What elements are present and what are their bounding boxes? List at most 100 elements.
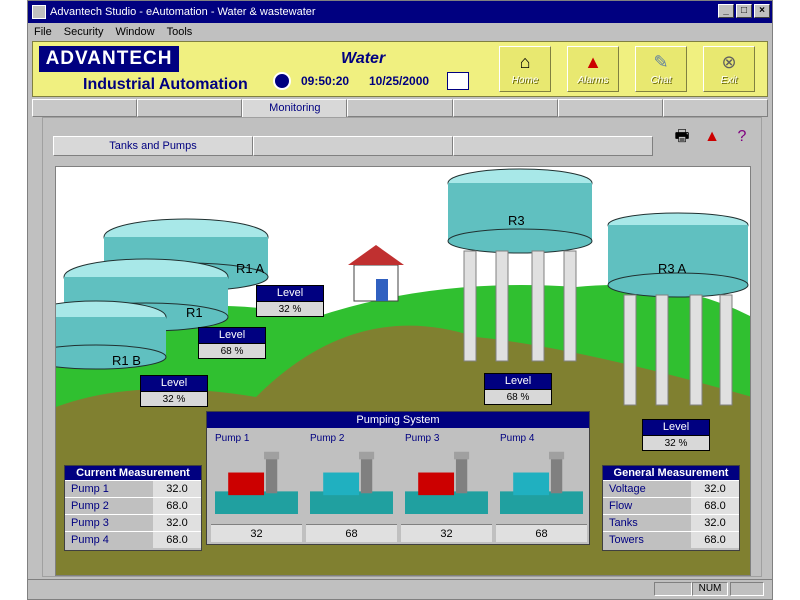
tank-label-r3: R3 xyxy=(508,213,525,228)
pump-2-value: 68 xyxy=(306,524,397,542)
pump-4-value: 68 xyxy=(496,524,587,542)
minimize-button[interactable]: _ xyxy=(718,4,734,18)
calendar-icon[interactable] xyxy=(447,72,469,90)
tank-r1b-shape xyxy=(56,300,167,370)
tower-r3-shape xyxy=(447,168,593,362)
main-tabs: Monitoring xyxy=(32,99,768,117)
tank-label-r1a: R1 A xyxy=(236,261,265,276)
tank-label-r3a: R3 A xyxy=(658,261,687,276)
maximize-button[interactable]: □ xyxy=(736,4,752,18)
process-diagram: R1 A R1 R1 B R3 R3 A Level 32 % Level 68… xyxy=(55,166,751,576)
tab-main-5[interactable] xyxy=(452,99,558,117)
pump-1-value: 32 xyxy=(211,524,302,542)
status-bar: NUM xyxy=(28,579,772,599)
level-value-r1a: 32 % xyxy=(257,301,323,316)
pumping-system-title: Pumping System xyxy=(207,412,589,428)
time-display: 09:50:20 xyxy=(301,74,350,88)
menu-window[interactable]: Window xyxy=(115,26,155,38)
general-measurement-title: General Measurement xyxy=(603,466,739,480)
chat-button[interactable]: ✎ Chat xyxy=(635,46,687,92)
alarm-bell-icon: ▲ xyxy=(584,52,602,72)
home-button[interactable]: ⌂ Home xyxy=(499,46,551,92)
panel-tools: 🖶 ▲ ? xyxy=(671,126,753,148)
chat-icon: ✎ xyxy=(653,52,669,72)
tank-label-r1b: R1 B xyxy=(112,353,141,368)
app-icon[interactable] xyxy=(32,5,46,19)
pump-3-value: 32 xyxy=(401,524,492,542)
pump-3[interactable]: Pump 3 32 xyxy=(401,432,492,542)
tower-r3a-shape xyxy=(607,212,749,406)
date-display: 10/25/2000 xyxy=(369,74,430,88)
level-box-r3a: Level 32 % xyxy=(642,419,710,451)
pump-2[interactable]: Pump 2 68 xyxy=(306,432,397,542)
tab-monitoring[interactable]: Monitoring xyxy=(242,99,348,117)
pump-1-body xyxy=(228,472,265,496)
menu-file[interactable]: File xyxy=(34,26,52,38)
clock-icon xyxy=(273,72,291,90)
exit-icon: ⊗ xyxy=(721,52,737,72)
alarm-bell-icon[interactable]: ▲ xyxy=(704,128,720,145)
level-box-r1: Level 68 % xyxy=(198,327,266,359)
tank-label-r1: R1 xyxy=(186,305,203,320)
pump-3-icon xyxy=(405,451,488,515)
pump-3-body xyxy=(418,472,455,496)
pump-1-icon xyxy=(215,451,298,515)
help-book-icon[interactable]: ? xyxy=(737,128,747,145)
level-value-r3: 68 % xyxy=(485,389,551,404)
pumping-system-panel: Pumping System Pump 1 32 Pump 2 xyxy=(206,411,590,545)
alarms-button[interactable]: ▲ Alarms xyxy=(567,46,619,92)
tab-tanks-and-pumps[interactable]: Tanks and Pumps xyxy=(53,136,253,156)
current-measurement-title: Current Measurement xyxy=(65,466,201,480)
level-box-r1a: Level 32 % xyxy=(256,285,324,317)
tab-main-7[interactable] xyxy=(662,99,768,117)
brand-logo: ADVANTECH xyxy=(39,46,179,72)
menu-tools[interactable]: Tools xyxy=(166,26,193,38)
house-icon: ⌂ xyxy=(519,52,531,72)
status-cell-3 xyxy=(730,582,764,596)
level-value-r1: 68 % xyxy=(199,343,265,358)
pump-2-body xyxy=(323,472,360,496)
exit-button[interactable]: ⊗ Exit xyxy=(703,46,755,92)
level-box-r1b: Level 32 % xyxy=(140,375,208,407)
title-bar[interactable]: Advantech Studio - eAutomation - Water &… xyxy=(28,1,772,23)
pump-1[interactable]: Pump 1 32 xyxy=(211,432,302,542)
pump-4[interactable]: Pump 4 68 xyxy=(496,432,587,542)
tab-main-6[interactable] xyxy=(557,99,663,117)
tab-main-1[interactable] xyxy=(32,99,138,117)
app-window: Advantech Studio - eAutomation - Water &… xyxy=(27,0,773,600)
tab-sub-2[interactable] xyxy=(253,136,453,156)
tab-sub-3[interactable] xyxy=(453,136,653,156)
page-title: Water xyxy=(341,50,386,67)
pump-2-icon xyxy=(310,451,393,515)
level-value-r3a: 32 % xyxy=(643,435,709,450)
monitoring-panel: Tanks and Pumps 🖶 ▲ ? xyxy=(42,117,762,577)
status-cell-1 xyxy=(654,582,692,596)
app-header: ADVANTECH Industrial Automation Water 09… xyxy=(32,41,768,97)
sub-tabs: Tanks and Pumps xyxy=(53,136,653,156)
printer-icon[interactable]: 🖶 xyxy=(674,128,690,145)
tab-main-2[interactable] xyxy=(137,99,243,117)
brand-subtitle: Industrial Automation xyxy=(83,76,248,93)
close-button[interactable]: × xyxy=(754,4,770,18)
pump-house-shape xyxy=(348,245,404,302)
pump-4-body xyxy=(513,472,550,496)
menu-security[interactable]: Security xyxy=(63,26,104,38)
tab-main-4[interactable] xyxy=(347,99,453,117)
level-box-r3: Level 68 % xyxy=(484,373,552,405)
status-num-lock: NUM xyxy=(692,582,728,596)
window-title: Advantech Studio - eAutomation - Water &… xyxy=(50,6,316,18)
window-controls: _ □ × xyxy=(718,4,770,18)
pump-4-icon xyxy=(500,451,583,515)
pump-list: Pump 1 32 Pump 2 xyxy=(211,432,587,542)
menu-bar: File Security Window Tools xyxy=(28,23,772,41)
